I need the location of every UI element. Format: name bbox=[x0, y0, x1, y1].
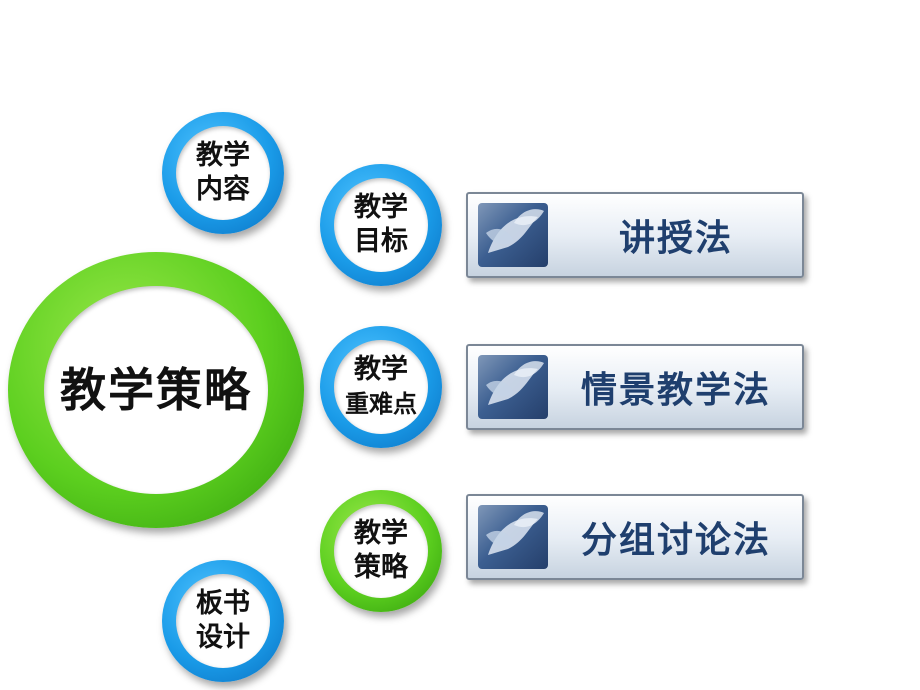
node-goals-line2: 目标 bbox=[354, 226, 408, 257]
node-keypoints-inner: 教学 重难点 bbox=[334, 340, 428, 434]
node-content-line1: 教学 bbox=[196, 140, 250, 171]
node-board[interactable]: 板书 设计 bbox=[162, 560, 284, 682]
center-ring-inner: 教学策略 bbox=[44, 286, 268, 494]
method-card-group-discussion-label: 分组讨论法 bbox=[580, 520, 771, 561]
node-goals[interactable]: 教学 目标 bbox=[320, 164, 442, 286]
node-strategy-inner: 教学 策略 bbox=[334, 504, 428, 598]
node-strategy-line1: 教学 bbox=[354, 518, 408, 549]
flower-image-icon bbox=[478, 505, 548, 569]
center-label: 教学策略 bbox=[60, 363, 252, 417]
node-board-inner: 板书 设计 bbox=[176, 574, 270, 668]
node-goals-inner: 教学 目标 bbox=[334, 178, 428, 272]
node-content[interactable]: 教学 内容 bbox=[162, 112, 284, 234]
method-card-situational[interactable]: 情景教学法 bbox=[466, 344, 804, 430]
center-ring: 教学策略 bbox=[8, 252, 304, 528]
node-board-line1: 板书 bbox=[196, 588, 250, 619]
node-content-line2: 内容 bbox=[196, 174, 250, 205]
node-strategy-line2: 策略 bbox=[354, 552, 408, 583]
node-board-line2: 设计 bbox=[196, 622, 250, 653]
method-card-lecture[interactable]: 讲授法 bbox=[466, 192, 804, 278]
node-strategy[interactable]: 教学 策略 bbox=[320, 490, 442, 612]
flower-image-icon bbox=[478, 203, 548, 267]
method-card-group-discussion[interactable]: 分组讨论法 bbox=[466, 494, 804, 580]
node-goals-line1: 教学 bbox=[354, 192, 408, 223]
node-keypoints-line1: 教学 bbox=[354, 354, 408, 385]
node-keypoints[interactable]: 教学 重难点 bbox=[320, 326, 442, 448]
method-card-lecture-label: 讲授法 bbox=[618, 218, 733, 259]
flower-image-icon bbox=[478, 355, 548, 419]
method-card-situational-label: 情景教学法 bbox=[580, 370, 771, 411]
node-keypoints-line2: 重难点 bbox=[345, 390, 417, 418]
node-content-inner: 教学 内容 bbox=[176, 126, 270, 220]
